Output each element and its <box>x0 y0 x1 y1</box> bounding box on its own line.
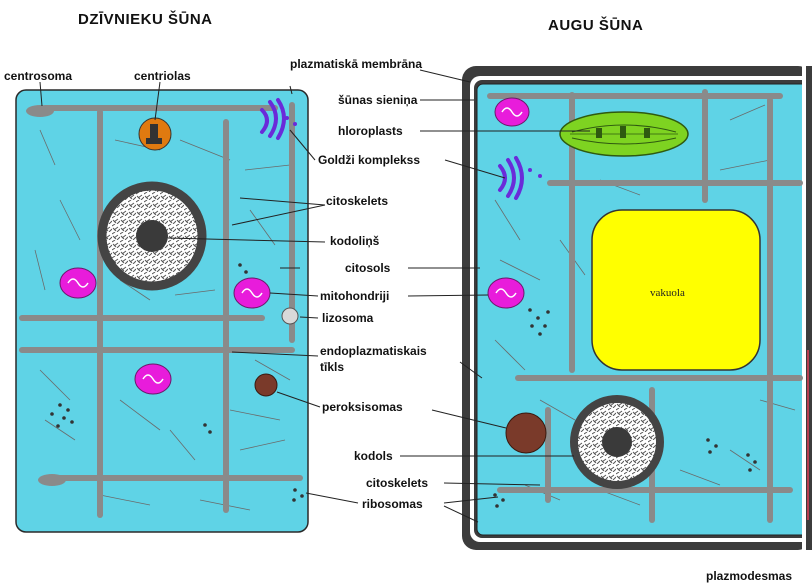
animal-cell <box>16 90 308 532</box>
animal-cell-title: DZĪVNIEKU ŠŪNA <box>78 10 213 28</box>
label-citoskelets-top: citoskelets <box>326 194 388 208</box>
vacuole-label: vakuola <box>650 287 685 299</box>
label-citoskelets-bottom: citoskelets <box>366 476 428 490</box>
nucleolus <box>602 427 632 457</box>
peroxisome <box>255 374 277 396</box>
label-plazmatiska-membrana: plazmatiskā membrāna <box>290 57 422 71</box>
label-endoplazmatiskais: endoplazmatiskais <box>320 344 427 358</box>
centrosome-lower <box>38 474 66 486</box>
label-mitohondriji: mitohondriji <box>320 289 389 303</box>
chloroplast <box>560 112 688 156</box>
label-hloroplasts: hloroplasts <box>338 124 403 138</box>
label-tikls: tīkls <box>320 360 344 374</box>
centriole <box>139 118 171 150</box>
mitochondrion <box>495 98 529 126</box>
label-sunas-sienina: šūnas sieniņa <box>338 93 418 107</box>
label-kodolins: kodoliņš <box>330 234 380 248</box>
nucleus <box>574 399 660 485</box>
label-ribosomas: ribosomas <box>362 497 423 511</box>
mitochondrion <box>488 278 524 308</box>
label-peroksisomas: peroksisomas <box>322 400 403 414</box>
plant-cell: vakuola <box>462 66 812 550</box>
label-citosols: citosols <box>345 261 391 275</box>
lysosome <box>282 308 298 324</box>
peroxisome <box>506 413 546 453</box>
mitochondrion <box>234 278 270 308</box>
animal-cell-membrane <box>16 90 308 532</box>
plant-cell-title: AUGU ŠŪNA <box>548 16 643 34</box>
mitochondrion <box>60 268 96 298</box>
label-lizosoma: lizosoma <box>322 311 374 325</box>
label-kodols: kodols <box>354 449 393 463</box>
label-centriolas: centriolas <box>134 69 191 83</box>
nucleus <box>102 186 202 286</box>
mitochondrion <box>135 364 171 394</box>
nucleolus <box>136 220 168 252</box>
label-plazmodesmas: plazmodesmas <box>706 569 792 583</box>
label-goldzi-komplekss: Goldži komplekss <box>318 153 420 167</box>
centrosome <box>26 105 54 117</box>
label-centrosoma: centrosoma <box>4 69 72 83</box>
